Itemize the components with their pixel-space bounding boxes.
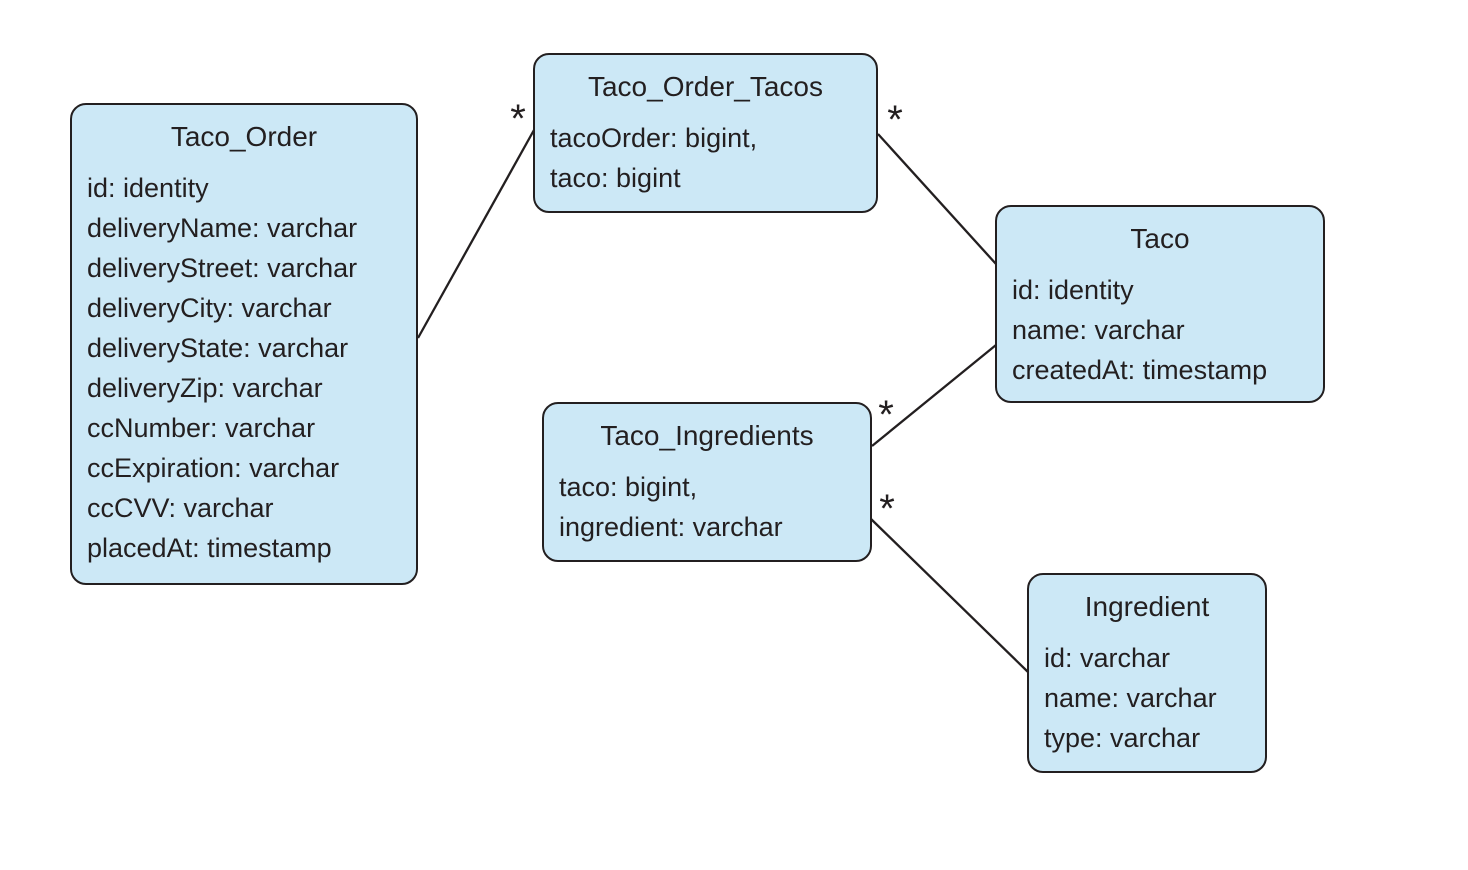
entity-field-list: id: varchar name: varchar type: varchar — [1044, 638, 1250, 758]
multiplicity-star-taco-ingredients-bottom: * — [879, 487, 895, 531]
multiplicity-star-taco-order-tacos-right: * — [887, 98, 903, 142]
multiplicity-star-taco-order-tacos-left: * — [510, 97, 526, 141]
multiplicity-star-taco-ingredients-top: * — [878, 393, 894, 437]
entity-field: deliveryState: varchar — [87, 333, 349, 363]
entity-field: ccNumber: varchar — [87, 413, 316, 443]
entity-field: ingredient: varchar — [559, 512, 783, 542]
entity-title: Taco_Order — [170, 121, 318, 152]
relationship-line-taco-order-tacos-to-taco — [877, 133, 997, 265]
entity-field: deliveryStreet: varchar — [87, 253, 358, 283]
entity-field: tacoOrder: bigint, — [550, 123, 758, 153]
entity-taco-order: Taco_Order id: identity deliveryName: va… — [70, 103, 418, 585]
entity-field: deliveryZip: varchar — [87, 373, 323, 403]
entity-field: taco: bigint — [550, 163, 681, 193]
relationship-line-taco-order-to-taco-order-tacos — [416, 129, 536, 339]
entity-taco-ingredients: Taco_Ingredients taco: bigint, ingredien… — [542, 402, 872, 562]
entity-field-list: tacoOrder: bigint, taco: bigint — [550, 118, 861, 198]
entity-field-list: taco: bigint, ingredient: varchar — [559, 467, 855, 547]
entity-field: ccExpiration: varchar — [87, 453, 340, 483]
entity-title: Taco_Ingredients — [600, 420, 814, 451]
entity-field: ccCVV: varchar — [87, 493, 274, 523]
entity-field: deliveryName: varchar — [87, 213, 358, 243]
entity-field: id: identity — [1012, 275, 1134, 305]
entity-field: taco: bigint, — [559, 472, 698, 502]
entity-field: name: varchar — [1044, 683, 1217, 713]
entity-field: type: varchar — [1044, 723, 1201, 753]
entity-field: id: identity — [87, 173, 209, 203]
entity-field: createdAt: timestamp — [1012, 355, 1268, 385]
relationship-line-taco-ingredients-to-ingredient — [870, 518, 1029, 673]
entity-taco: Taco id: identity name: varchar createdA… — [995, 205, 1325, 403]
entity-field: deliveryCity: varchar — [87, 293, 332, 323]
entity-field-list: id: identity name: varchar createdAt: ti… — [1012, 270, 1308, 390]
entity-title: Taco_Order_Tacos — [587, 71, 823, 102]
entity-taco-order-tacos: Taco_Order_Tacos tacoOrder: bigint, taco… — [533, 53, 878, 213]
entity-title: Taco — [1130, 223, 1190, 254]
entity-field: name: varchar — [1012, 315, 1185, 345]
entity-field: placedAt: timestamp — [87, 533, 332, 563]
entity-field: id: varchar — [1044, 643, 1171, 673]
entity-title: Ingredient — [1084, 591, 1210, 622]
entity-ingredient: Ingredient id: varchar name: varchar typ… — [1027, 573, 1267, 773]
entity-field-list: id: identity deliveryName: varchar deliv… — [87, 168, 401, 568]
